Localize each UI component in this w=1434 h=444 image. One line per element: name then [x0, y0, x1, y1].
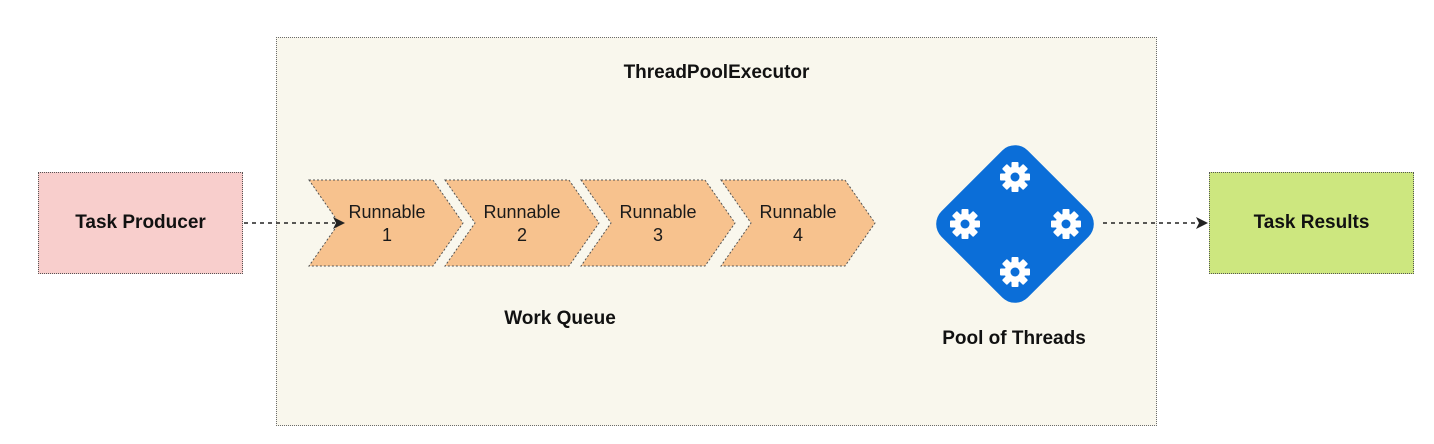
gear-icon: [1051, 209, 1081, 239]
runnable-item-2-number: 2: [516, 225, 527, 245]
pool-diamond: [936, 145, 1094, 303]
executor-title: ThreadPoolExecutor: [623, 62, 810, 83]
work-queue-label: Work Queue: [504, 308, 616, 329]
pool-of-threads-label: Pool of Threads: [942, 328, 1086, 349]
pool-of-threads-icon: [936, 145, 1094, 303]
runnable-item-4: Runnable 4: [743, 201, 853, 247]
work-queue: [308, 179, 876, 267]
gear-icon: [1000, 257, 1030, 287]
results-arrowhead: [1196, 217, 1208, 229]
runnable-item-2-title: Runnable: [483, 202, 561, 222]
gear-icon: [950, 209, 980, 239]
runnable-item-1-number: 1: [381, 225, 392, 245]
runnable-item-4-number: 4: [792, 225, 803, 245]
runnable-item-1: Runnable 1: [332, 201, 442, 247]
task-producer-label: Task Producer: [75, 212, 206, 233]
task-results-label: Task Results: [1253, 212, 1370, 233]
runnable-item-2: Runnable 2: [467, 201, 577, 247]
task-producer-box: Task Producer: [38, 172, 243, 274]
runnable-shape-4: [720, 179, 876, 267]
gear-icon: [1000, 162, 1030, 192]
runnable-item-1-title: Runnable: [348, 202, 426, 222]
runnable-shape-3: [580, 179, 736, 267]
runnable-item-3-number: 3: [652, 225, 663, 245]
runnable-item-4-title: Runnable: [759, 202, 837, 222]
runnable-shape-2: [444, 179, 600, 267]
task-results-box: Task Results: [1209, 172, 1414, 274]
runnable-item-3-title: Runnable: [619, 202, 697, 222]
runnable-item-3: Runnable 3: [603, 201, 713, 247]
